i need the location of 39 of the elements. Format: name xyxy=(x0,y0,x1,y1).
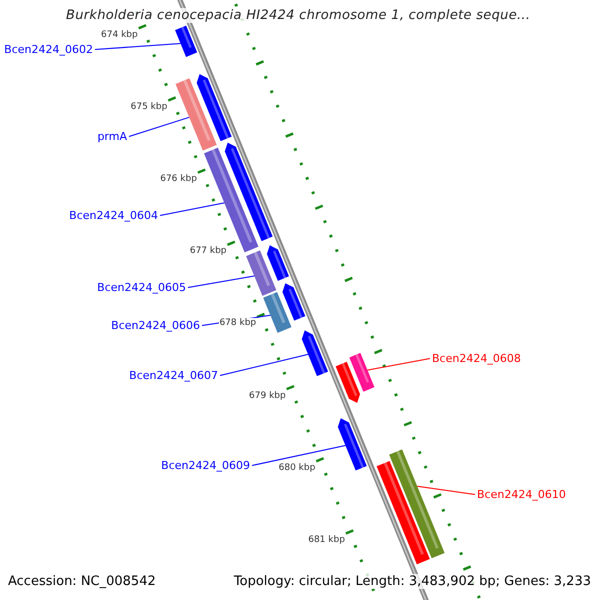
footer-text: Accession: NC_008542 xyxy=(8,574,156,589)
leader-line xyxy=(366,358,430,371)
leader-line xyxy=(416,486,476,495)
footer-text: Topology: circular; Length: 3,483,902 bp; Genes: 3,233 xyxy=(234,574,591,589)
leader-line xyxy=(188,276,255,288)
scale-label: 678 kbp xyxy=(219,318,256,330)
gene-block xyxy=(302,330,328,376)
gene-label: prmA xyxy=(97,130,127,143)
scale-label: 677 kbp xyxy=(190,246,227,258)
gene-block xyxy=(376,460,430,564)
gene-block xyxy=(349,352,374,392)
gene-label: Bcen2424_0606 xyxy=(111,319,200,332)
gene-block xyxy=(224,142,273,242)
scale-label: 680 kbp xyxy=(278,462,316,474)
gene-label: Bcen2424_0605 xyxy=(97,281,186,294)
gene-block xyxy=(246,250,276,296)
gene-block xyxy=(389,449,445,558)
leader-line xyxy=(160,202,225,216)
scale-label: 679 kbp xyxy=(249,390,286,402)
gene-label: Bcen2424_0610 xyxy=(477,488,566,501)
gene-block xyxy=(282,283,306,321)
scale-label: 675 kbp xyxy=(130,102,168,113)
gene-block xyxy=(336,362,360,403)
gene-block xyxy=(266,245,289,281)
gene-block xyxy=(338,418,367,471)
title: Burkholderia cenocepacia HI2424 chromosome 1, complete seque... xyxy=(66,8,530,23)
scale-label: 674 kbp xyxy=(101,30,138,41)
gene-block xyxy=(176,78,217,151)
gene-label: Bcen2424_0609 xyxy=(161,459,250,472)
gene-label: Bcen2424_0607 xyxy=(129,369,218,382)
gene-block xyxy=(175,26,198,57)
scale-label: 681 kbp xyxy=(308,534,345,546)
gene-label: Bcen2424_0608 xyxy=(432,352,521,365)
gene-label: Bcen2424_0604 xyxy=(69,209,158,222)
scale-label: 676 kbp xyxy=(160,174,197,186)
gene-block xyxy=(196,74,232,142)
gene-label: Bcen2424_0602 xyxy=(4,43,93,56)
gene-block xyxy=(263,292,292,333)
leader-line xyxy=(128,116,190,137)
